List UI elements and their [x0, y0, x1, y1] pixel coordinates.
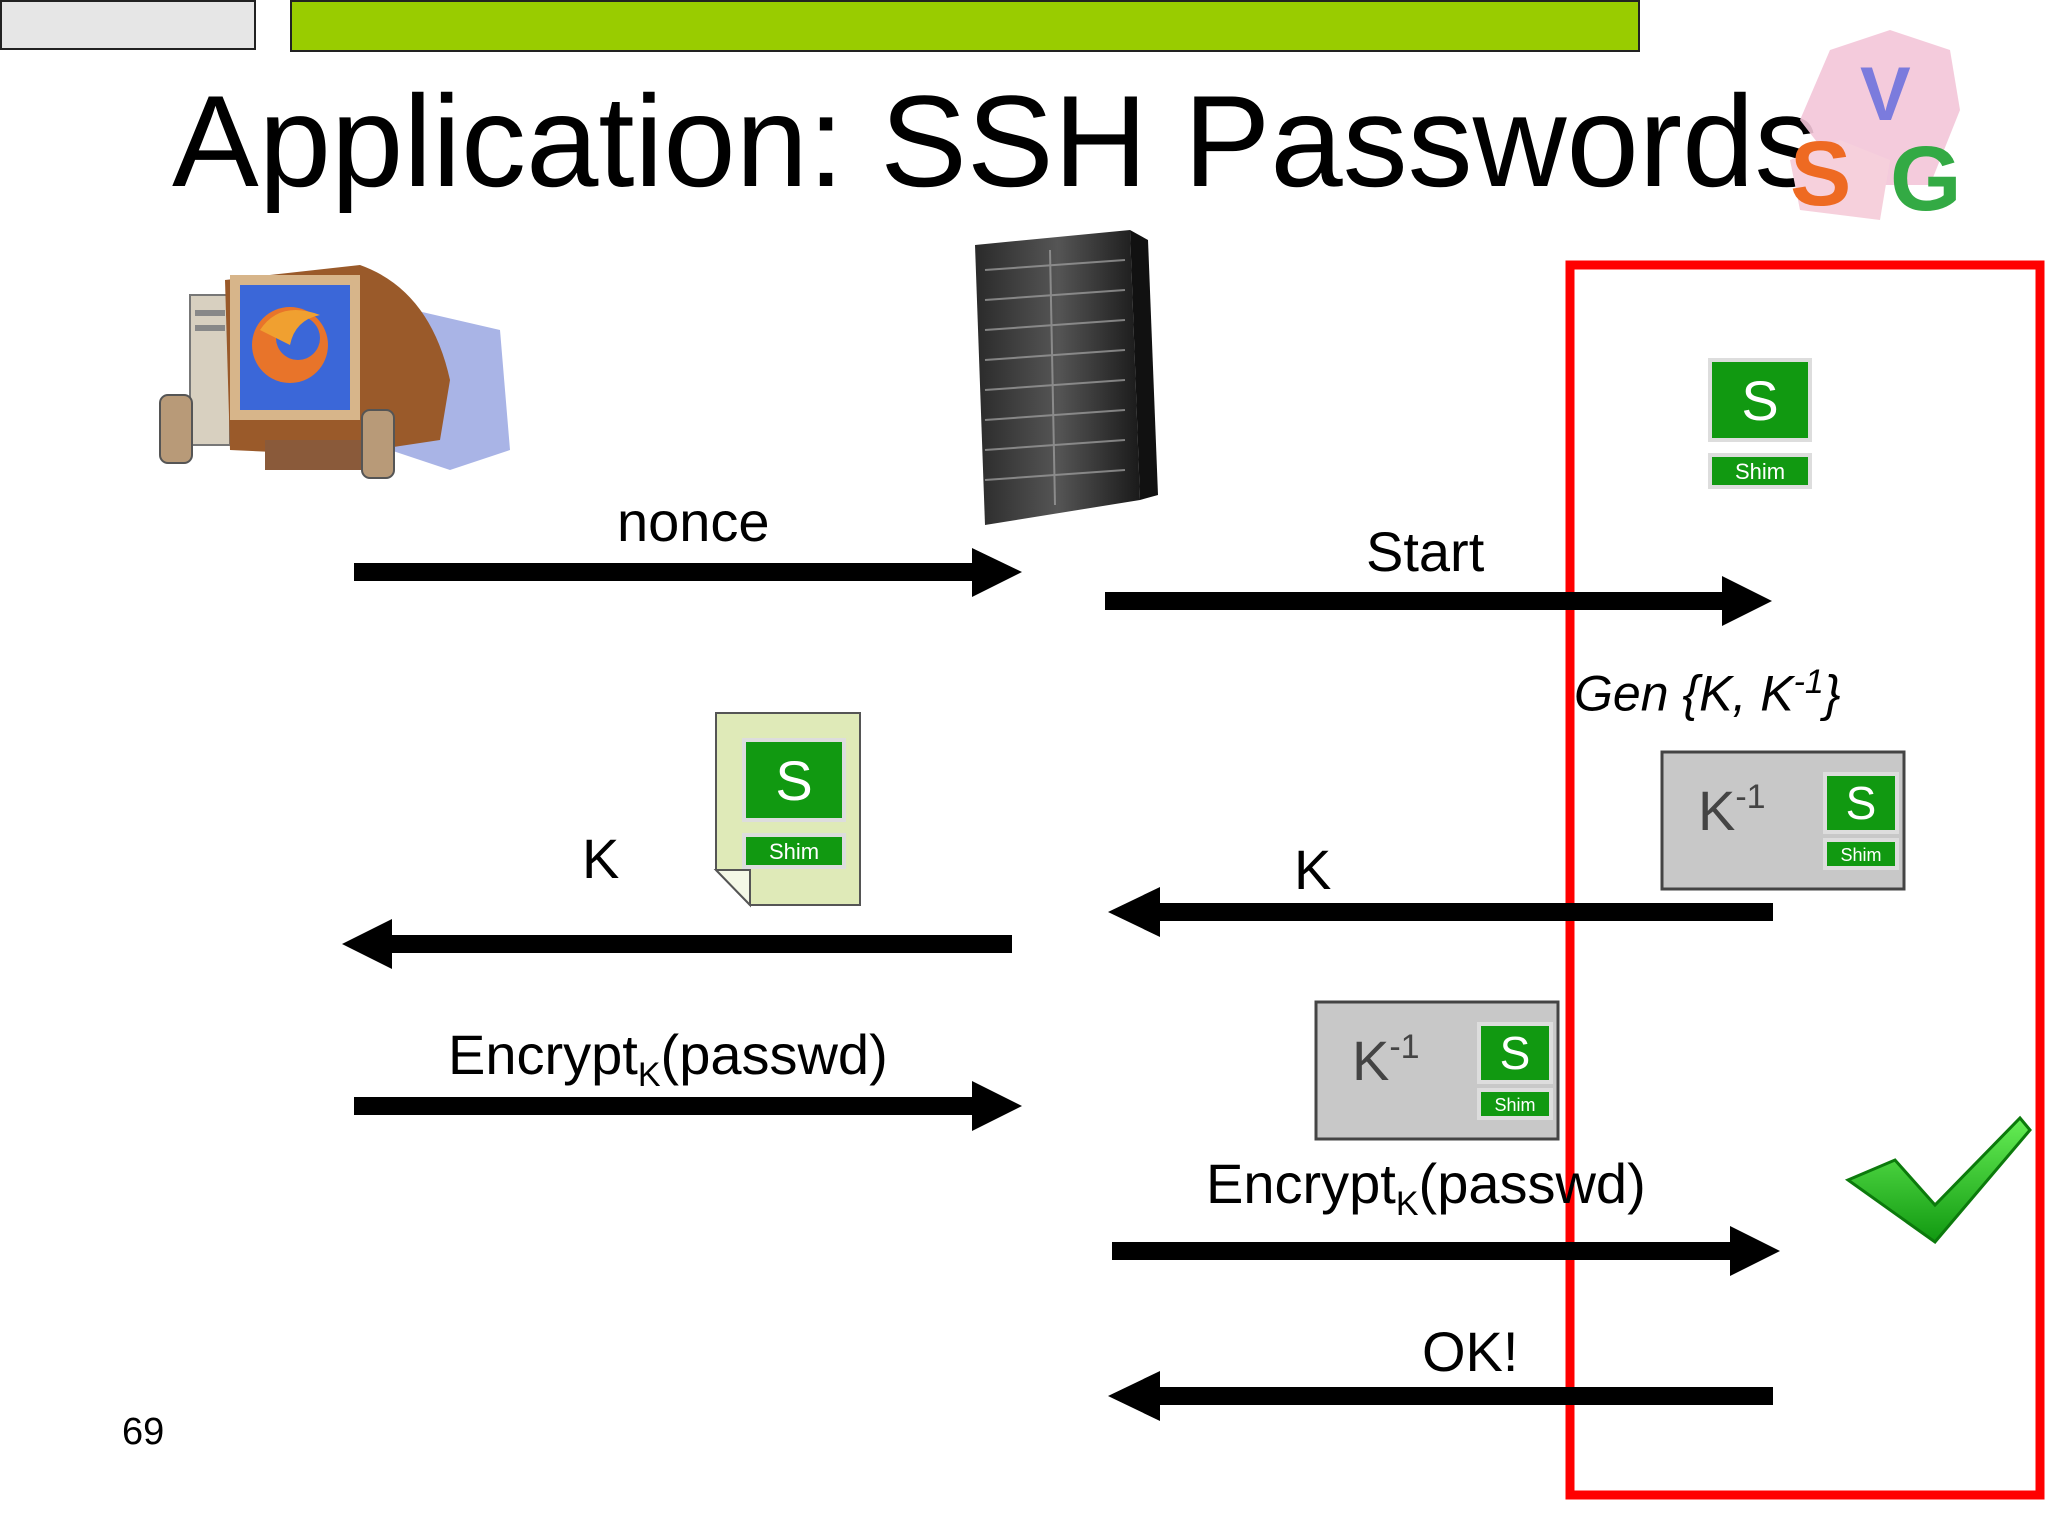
- shim-label: Shim: [1735, 459, 1785, 484]
- shim-label: Shim: [769, 839, 819, 864]
- keybox-k-sup: -1: [1389, 1028, 1419, 1066]
- label-k-right: K: [1294, 838, 1332, 901]
- svg-text:V: V: [1860, 52, 1911, 137]
- svg-text:G: G: [1890, 128, 1962, 230]
- slide-title: Application: SSH Passwords: [172, 68, 1820, 214]
- shim-label: Shim: [1840, 845, 1881, 865]
- keybox-k: K: [1698, 779, 1735, 842]
- label-ok: OK!: [1422, 1320, 1519, 1383]
- vsg-logo-icon: S V G: [1790, 30, 1962, 230]
- label-nonce: nonce: [617, 490, 770, 553]
- header-bar-right: [290, 0, 1640, 52]
- keybox-k: K: [1352, 1029, 1389, 1092]
- arrow-encrypt-right: [1112, 1226, 1780, 1276]
- shim-s-letter: S: [1500, 1027, 1531, 1079]
- keybox-right: K-1 S Shim: [1660, 750, 1906, 891]
- server-rack-icon: [975, 230, 1158, 525]
- computer-firefox-icon: [159, 265, 510, 479]
- shim-s-letter: S: [1741, 369, 1778, 432]
- label-k-left: K: [582, 827, 620, 890]
- shim-s-letter: S: [775, 749, 812, 812]
- arrow-k-right: [1108, 887, 1773, 937]
- svg-text:K-1: K-1: [1352, 1028, 1420, 1092]
- label-encrypt-right: EncryptK(passwd): [1206, 1152, 1646, 1224]
- arrow-ok: [1108, 1371, 1773, 1421]
- label-gen-keys: Gen {K, K-1}: [1574, 663, 1841, 722]
- label-start: Start: [1366, 520, 1485, 583]
- arrow-encrypt-left: [354, 1081, 1022, 1131]
- svg-text:S: S: [1790, 123, 1851, 225]
- arrow-k-left: [342, 919, 1012, 969]
- arrow-nonce: [354, 548, 1022, 597]
- page-number: 69: [122, 1411, 165, 1453]
- checkmark-icon: [1844, 1115, 2032, 1245]
- shim-top: S Shim: [1708, 358, 1812, 489]
- header-bar-left: [0, 0, 256, 50]
- keybox-k-sup: -1: [1735, 778, 1765, 816]
- label-encrypt-left: EncryptK(passwd): [448, 1023, 888, 1095]
- highlight-box: [1565, 260, 2045, 1500]
- keybox-middle: K-1 S Shim: [1314, 1000, 1560, 1141]
- document-icon: S Shim: [713, 712, 861, 908]
- arrow-start: [1105, 576, 1772, 626]
- svg-text:K-1: K-1: [1698, 778, 1766, 842]
- shim-label: Shim: [1494, 1095, 1535, 1115]
- shim-s-letter: S: [1846, 777, 1877, 829]
